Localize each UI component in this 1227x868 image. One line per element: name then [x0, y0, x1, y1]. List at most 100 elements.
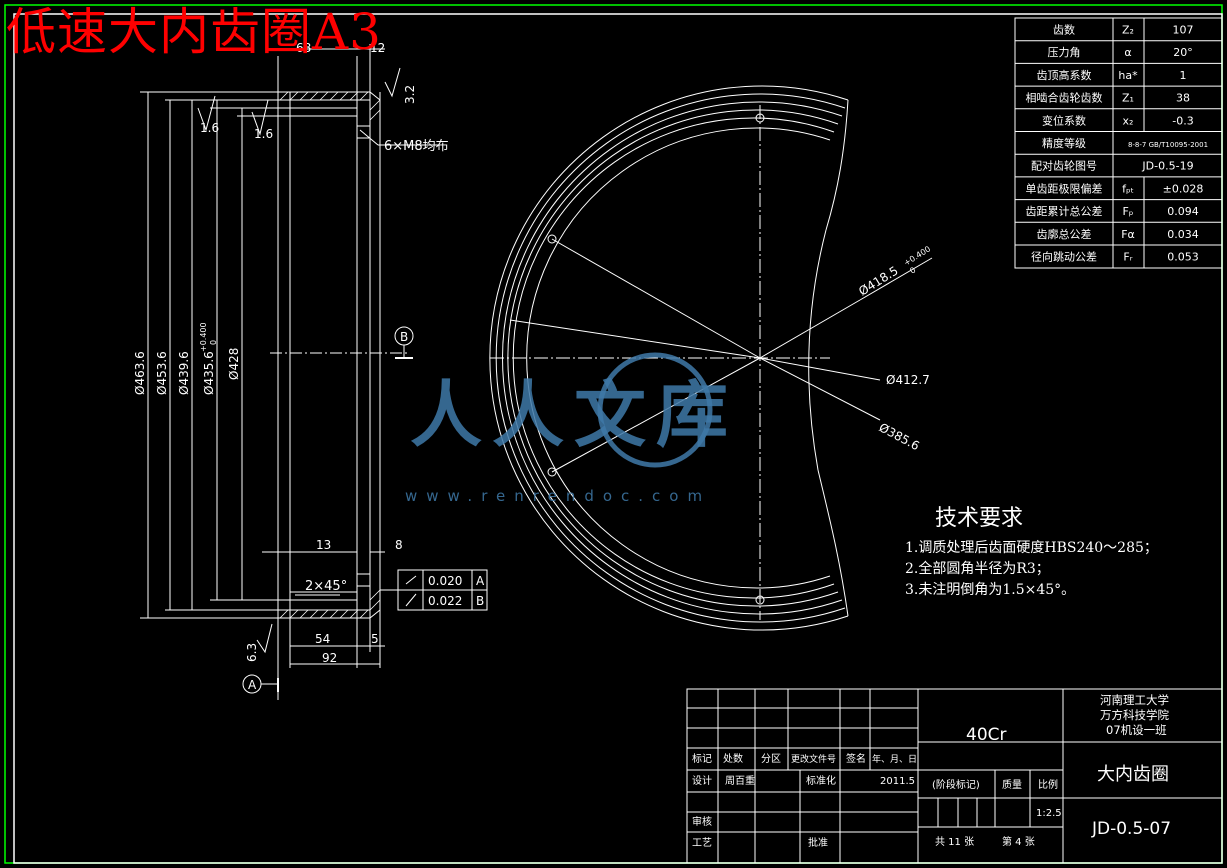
datum-b-label: B [400, 330, 408, 344]
rough-1: 1.6 [200, 121, 219, 135]
gear-param-value: JD-0.5-19 [1141, 160, 1193, 173]
dim-d3: Ø439.6 [177, 351, 191, 395]
technical-requirements: 技术要求 1.调质处理后齿面硬度HBS240～285； 2.全部圆角半径为R3；… [905, 500, 1158, 601]
tb-h-mark: 标记 [692, 753, 712, 765]
dim-d4: Ø435.6 [202, 351, 216, 395]
tech-item-3: 3.未注明倒角为1.5×45°。 [905, 582, 1076, 598]
gear-param-name: 径向跳动公差 [1031, 250, 1097, 264]
tb-date: 2011.5 [880, 776, 915, 787]
tb-school1: 河南理工大学 [1100, 693, 1169, 707]
title-block-text: 河南理工大学 万方科技学院 07机设一班 40Cr 大内齿圈 JD-0.5-07… [692, 693, 1171, 849]
rough-4: 6.3 [245, 643, 259, 662]
tb-part: 大内齿圈 [1097, 764, 1169, 785]
gear-param-symbol: Fα [1121, 228, 1135, 241]
gear-param-name: 变位系数 [1042, 113, 1086, 127]
dim-c3: Ø385.6 [877, 420, 922, 453]
gear-param-name: 单齿距极限偏差 [1026, 181, 1103, 195]
tb-scale-label: 比例 [1038, 778, 1058, 791]
gear-param-name: 齿廓总公差 [1037, 227, 1092, 241]
tb-h-sign: 签名 [846, 752, 866, 765]
tb-process: 工艺 [692, 837, 712, 849]
tb-h-zone: 分区 [761, 753, 781, 765]
tb-school2: 万方科技学院 [1100, 708, 1169, 722]
gear-param-value: ±0.028 [1163, 182, 1204, 195]
tb-h-date: 年、月、日 [872, 753, 917, 765]
gear-param-value: 107 [1173, 24, 1194, 37]
gear-param-value: 0.094 [1167, 205, 1199, 218]
dim-d1: Ø463.6 [133, 351, 147, 395]
gear-param-name: 齿数 [1053, 24, 1075, 37]
gear-param-value: 0.053 [1167, 251, 1199, 264]
tb-scale: 1:2.5 [1036, 808, 1062, 819]
gear-param-value: 38 [1176, 92, 1190, 105]
dim-c2: Ø412.7 [886, 373, 930, 387]
tech-item-2: 2.全部圆角半径为R3； [905, 561, 1050, 577]
tech-title: 技术要求 [935, 506, 1024, 531]
dim-d4-tol0: 0 [209, 340, 218, 345]
rough-3: 3.2 [403, 85, 417, 104]
dim-8: 8 [395, 538, 403, 552]
tb-h-doc: 更改文件号 [791, 753, 836, 765]
front-view [489, 85, 933, 631]
tb-drawing-no: JD-0.5-07 [1091, 819, 1171, 839]
gear-param-table [1014, 17, 1223, 269]
dim-12: 12 [370, 41, 385, 55]
gear-param-symbol: fₚₜ [1122, 182, 1134, 195]
dim-c1-tol: +0.400 [902, 244, 932, 267]
watermark-chars: 人人文库 [410, 373, 728, 457]
dim-13: 13 [316, 538, 331, 552]
dim-5: 5 [371, 632, 379, 646]
section-view [140, 44, 488, 700]
dim-d2: Ø453.6 [155, 351, 169, 395]
dim-d5: Ø428 [227, 348, 241, 380]
tol-value-1: 0.020 [428, 574, 462, 588]
watermark-logo [597, 352, 713, 468]
dim-c1: Ø418.5 [856, 263, 901, 298]
watermark-url: www.renrendoc.com [405, 487, 712, 505]
gear-param-symbol: x₂ [1123, 114, 1134, 127]
gear-param-symbol: Z₂ [1122, 24, 1134, 37]
title-block [686, 688, 1223, 864]
rough-2: 1.6 [254, 127, 273, 141]
tb-std: 标准化 [806, 774, 836, 787]
chamfer-note: 2×45° [305, 579, 347, 594]
dim-d4-tol: +0.400 [199, 322, 208, 352]
gear-param-value: 1 [1180, 69, 1187, 82]
gear-param-value: 20° [1173, 46, 1193, 59]
tb-sheet: 第 4 张 [1002, 835, 1035, 848]
gear-param-symbol: ha* [1118, 69, 1138, 82]
gear-param-symbol: Fₚ [1122, 205, 1133, 218]
tb-h-count: 处数 [723, 752, 743, 765]
gear-param-symbol: α [1124, 46, 1131, 59]
tb-total: 共 11 张 [935, 836, 974, 848]
gear-param-name: 压力角 [1048, 46, 1081, 59]
holes-note: 6×M8均布 [384, 139, 449, 154]
drawing-title: 低速大内齿圈A3 [6, 3, 382, 61]
tb-design: 设计 [692, 774, 712, 787]
tb-class: 07机设一班 [1106, 723, 1167, 737]
tb-review: 审核 [692, 815, 712, 828]
tol-datum-1: A [476, 574, 485, 588]
tb-stage: (阶段标记) [932, 778, 980, 791]
gear-param-name: 相啮合齿轮齿数 [1026, 91, 1103, 105]
datum-a-label: A [248, 678, 257, 692]
inner-border [13, 13, 1223, 864]
dim-54: 54 [315, 632, 330, 646]
dim-68: 68 [296, 41, 311, 55]
gear-param-symbol: Z₁ [1122, 92, 1134, 105]
tb-approve: 批准 [808, 836, 828, 849]
tol-value-2: 0.022 [428, 594, 462, 608]
tb-material: 40Cr [966, 725, 1007, 745]
front-dims: Ø418.5 +0.400 0 Ø412.7 Ø385.6 [856, 244, 932, 453]
gear-param-value: -0.3 [1172, 114, 1193, 127]
dim-c1-tol0: 0 [908, 265, 917, 275]
gear-param-name: 齿顶高系数 [1037, 68, 1092, 82]
tb-weight: 质量 [1002, 779, 1022, 791]
gear-param-value: 0.034 [1167, 228, 1199, 241]
gear-param-name: 配对齿轮图号 [1031, 159, 1097, 173]
dim-92: 92 [322, 651, 337, 665]
gear-param-name: 齿距累计总公差 [1026, 204, 1103, 218]
gear-param-rows: 齿数 Z₂ 107 压力角 α 20° 齿顶高系数 ha* 1 相啮合齿轮齿数 Z₁ 38 变位系数 x₂… [1026, 24, 1209, 264]
section-dims: Ø463.6 Ø453.6 Ø439.6 Ø435.6 +0.400 0 Ø42… [133, 41, 485, 692]
